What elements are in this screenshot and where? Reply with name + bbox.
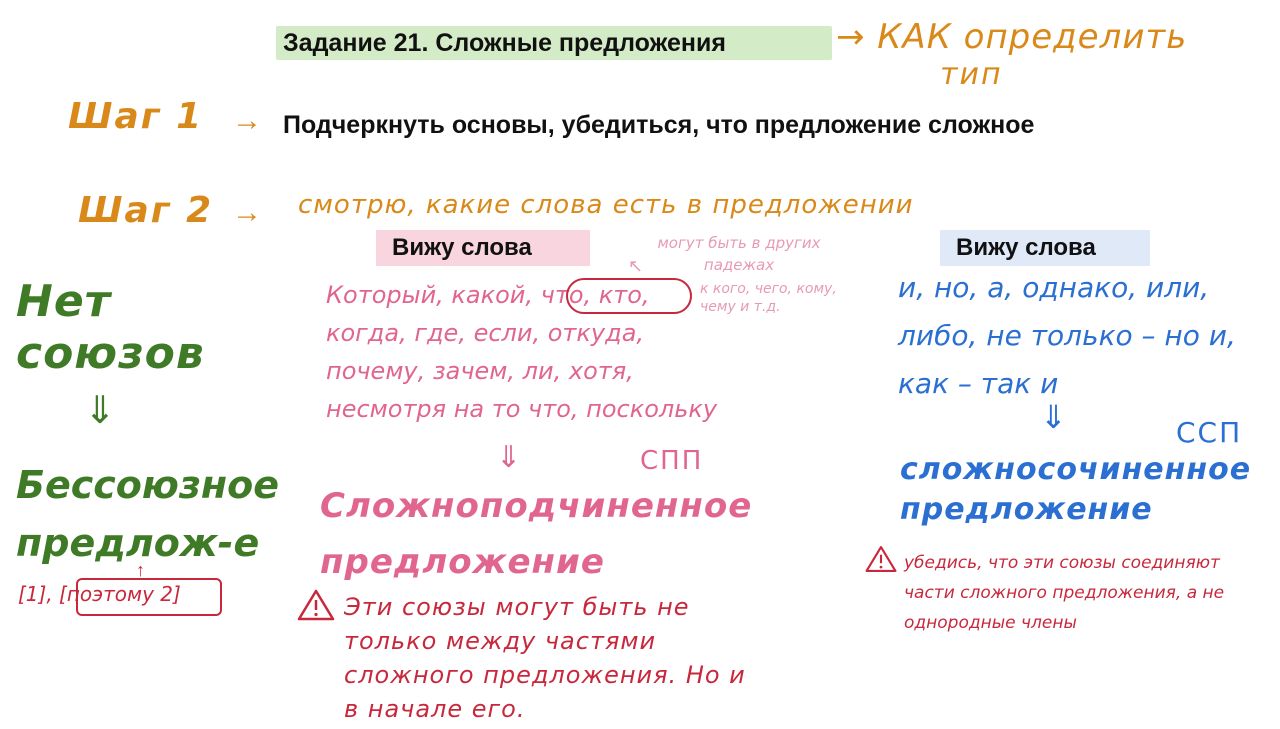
ssp-heading-highlight (940, 230, 1150, 266)
warning-icon (865, 546, 897, 572)
bsp-term: Бессоюзное предлож-е (16, 463, 280, 565)
page-title: Задание 21. Сложные предложения (283, 29, 726, 57)
side-arrow-icon: ↖ (628, 256, 644, 276)
spp-heading-highlight (376, 230, 590, 266)
step2-text: смотрю, какие слова есть в предложении (298, 190, 914, 220)
up-arrow-icon: ↑ (136, 560, 145, 580)
step1-arrow-icon: → (232, 104, 262, 137)
step2-label: Шаг 2 (78, 190, 214, 231)
ssp-heading: Вижу слова (956, 234, 1096, 261)
step1-label: Шаг 1 (68, 96, 204, 137)
title-note-type: тип (940, 57, 1003, 92)
spp-abbr: СПП (640, 446, 704, 476)
other-cases-note: могут быть в других падежах (657, 234, 821, 274)
other-cases-examples: к кого, чего, кому, чему и т.д. (700, 281, 837, 315)
bsp-scheme: [1], [поэтому 2] (18, 582, 181, 606)
step2-arrow-icon: → (232, 196, 262, 229)
chto-kto-circle (566, 278, 692, 314)
bsp-scheme-box (76, 578, 222, 616)
title-note: → КАК определить (836, 17, 1188, 57)
spp-down-arrow-icon: ⇓ (496, 441, 522, 474)
no-unions-label: Нет союзов (16, 276, 205, 379)
warning-icon (297, 589, 335, 621)
ssp-words: и, но, а, однако, или, либо, не только –… (898, 271, 1236, 400)
step1-text: Подчеркнуть основы, убедиться, что предл… (283, 111, 1035, 139)
spp-words: Который, какой, что, кто, когда, где, ес… (326, 281, 718, 423)
spp-heading: Вижу слова (392, 234, 532, 261)
spp-warning: Эти союзы могут быть не только между час… (344, 593, 746, 723)
spp-term: Сложноподчиненное предложение (320, 486, 753, 582)
title-highlight (276, 26, 832, 60)
ssp-abbr: ССП (1176, 416, 1243, 449)
ssp-term: сложносочиненное предложение (900, 452, 1252, 527)
ssp-down-arrow-icon: ⇓ (1040, 399, 1067, 435)
down-arrow-icon: ⇓ (84, 390, 116, 432)
ssp-warning: убедись, что эти союзы соединяют части с… (904, 553, 1225, 633)
